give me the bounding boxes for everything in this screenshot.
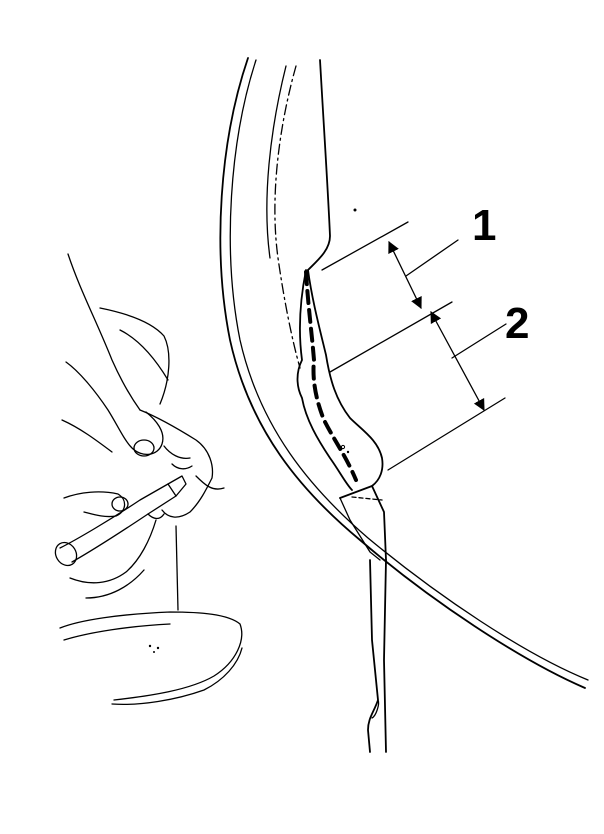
hands-with-sealant-tube-illustration: [54, 253, 243, 706]
callout-label-1: 1: [472, 201, 496, 250]
leader-lines: [405, 239, 507, 359]
callout-label-2: 2: [505, 299, 529, 348]
body-panel-outline: [219, 57, 589, 689]
lower-joint-strip: [339, 485, 387, 753]
dimension-extension-lines: [321, 221, 506, 471]
sealing-seam: [296, 208, 384, 491]
dimension-arrows: [388, 240, 485, 412]
